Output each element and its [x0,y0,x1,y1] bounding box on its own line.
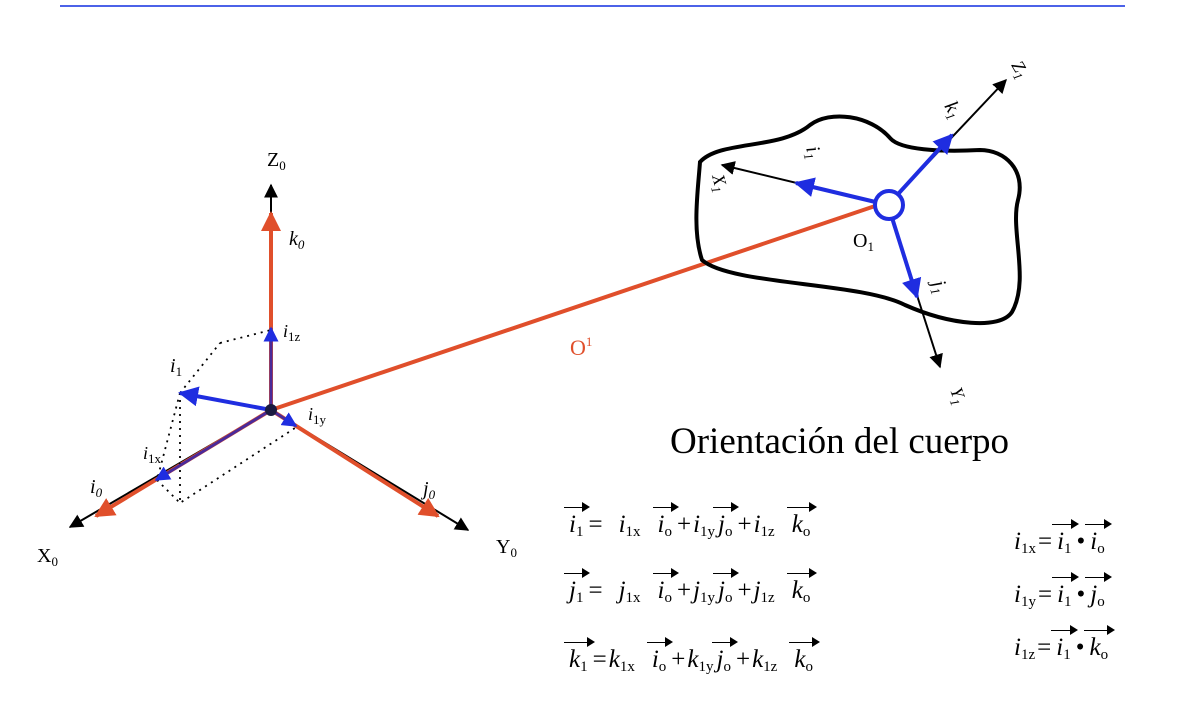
i1x-component [154,408,272,482]
body-outline [694,114,1022,326]
y0-label: Y0 [496,536,517,560]
origin-1 [873,189,905,221]
i1y-label: i1y [308,404,327,427]
i1-projected-vector [178,386,272,412]
k0-label: k0 [289,228,305,252]
position-vector-label: O1 [570,334,592,360]
origin-0 [265,404,277,416]
y1-label: Y1 [943,385,970,408]
dot-product-i1y: i1y=i1•jo [1014,572,1113,617]
i1-projected-label: i1 [170,355,182,379]
dot-product-i1x: i1x=i1•io [1014,519,1113,564]
i1z-label: i1z [283,321,301,344]
x1-label: X1 [705,171,732,195]
dot-product-i1z: i1z=i1•ko [1014,625,1115,670]
position-vector [270,201,885,412]
z1-label: Z1 [1005,57,1033,83]
j0-label: j0 [420,478,436,502]
i1-vector [794,177,889,207]
orientation-title: Orientación del cuerpo [670,421,1010,462]
i1x-label: i1x [143,443,162,466]
o1-label: O1 [853,230,874,254]
x0-label: X0 [37,545,58,569]
z0-label: Z0 [267,149,286,173]
vec-i1: i1 [563,502,592,547]
k1-label: k1 [938,98,966,123]
j1-label: j1 [924,274,952,296]
i1-label: i1 [799,144,825,162]
projection-box [156,329,296,505]
i0-label: i0 [90,476,103,500]
j0-vector [269,408,440,518]
